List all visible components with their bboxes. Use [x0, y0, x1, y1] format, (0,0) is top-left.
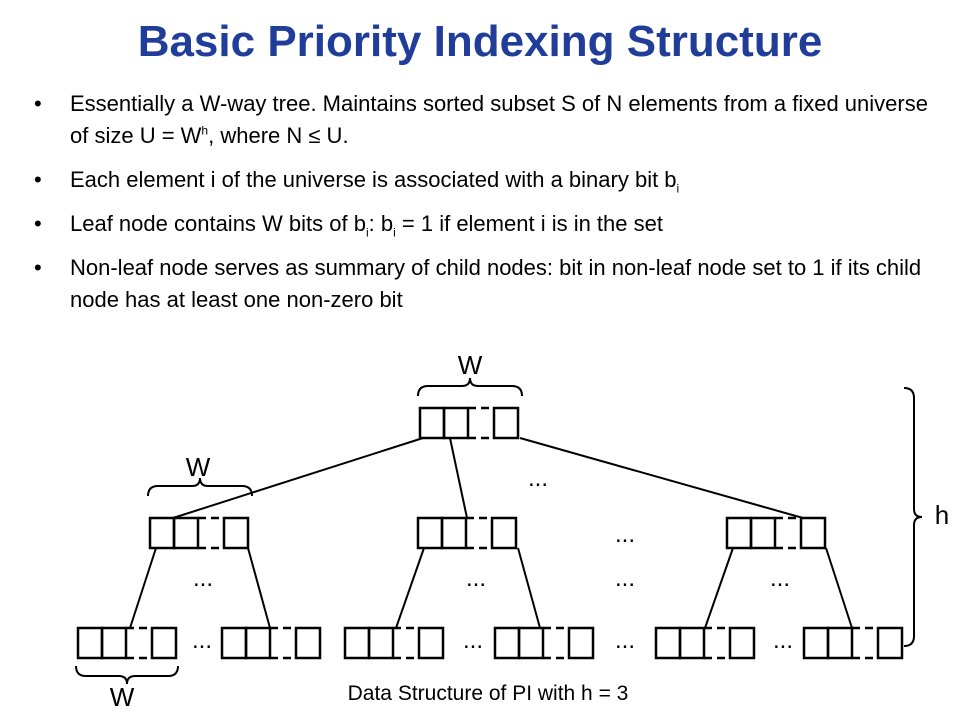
bullet-item: • Leaf node contains W bits of bi: bi = 1… [30, 208, 930, 240]
ellipsis-mark: ... [193, 565, 213, 592]
height-brace [903, 387, 923, 647]
ellipsis-mark: ... [770, 565, 790, 592]
tree-edge [395, 547, 425, 629]
tree-node [76, 626, 178, 660]
ellipsis-mark: ... [615, 565, 635, 592]
width-brace-bottom [75, 665, 179, 685]
tree-edge [519, 437, 804, 519]
bullet-dot-icon: • [34, 211, 42, 236]
tree-node [416, 516, 518, 550]
tree-edge [172, 437, 424, 519]
bullet-list: • Essentially a W-way tree. Maintains sor… [30, 88, 930, 328]
tree-edge [704, 547, 734, 629]
bullet-text: Essentially a W-way tree. Maintains sort… [70, 91, 928, 148]
bullet-item: • Essentially a W-way tree. Maintains sor… [30, 88, 930, 152]
width-label-mid: W [186, 452, 211, 482]
diagram-caption: Data Structure of PI with h = 3 [348, 682, 629, 705]
tree-node [418, 406, 520, 440]
bullet-item: • Non-leaf node serves as summary of chil… [30, 252, 930, 316]
tree-edge [129, 547, 157, 629]
ellipsis-mark: ... [615, 521, 635, 548]
width-brace-mid [147, 477, 253, 497]
tree-node [493, 626, 595, 660]
width-label-bottom: W [110, 682, 135, 712]
ellipsis-mark: ... [466, 565, 486, 592]
bullet-dot-icon: • [34, 91, 42, 116]
bullet-text: Leaf node contains W bits of bi: bi = 1 … [70, 211, 663, 240]
ellipsis-mark: ... [463, 627, 483, 654]
width-label-top: W [458, 350, 483, 380]
slide-title: Basic Priority Indexing Structure [137, 17, 823, 66]
tree-edge [247, 547, 271, 629]
tree-node [654, 626, 756, 660]
height-label: h [935, 500, 949, 530]
ellipsis-mark: ... [615, 627, 635, 654]
tree-edge [825, 547, 853, 629]
ellipsis-mark: ... [528, 465, 548, 492]
tree-node [802, 626, 904, 660]
bullet-dot-icon: • [34, 255, 42, 280]
bullet-text: Non-leaf node serves as summary of child… [70, 255, 922, 312]
ellipsis-mark: ... [773, 627, 793, 654]
tree-node [148, 516, 250, 550]
bullet-dot-icon: • [34, 167, 42, 192]
ellipsis-mark: ... [192, 627, 212, 654]
tree-node [343, 626, 445, 660]
tree-edge [449, 437, 468, 519]
tree-edge [517, 547, 541, 629]
width-brace-top [417, 377, 523, 397]
bullet-text: Each element i of the universe is associ… [70, 167, 680, 196]
bullet-item: • Each element i of the universe is assoc… [30, 164, 930, 196]
tree-node [220, 626, 322, 660]
tree-node [725, 516, 827, 550]
